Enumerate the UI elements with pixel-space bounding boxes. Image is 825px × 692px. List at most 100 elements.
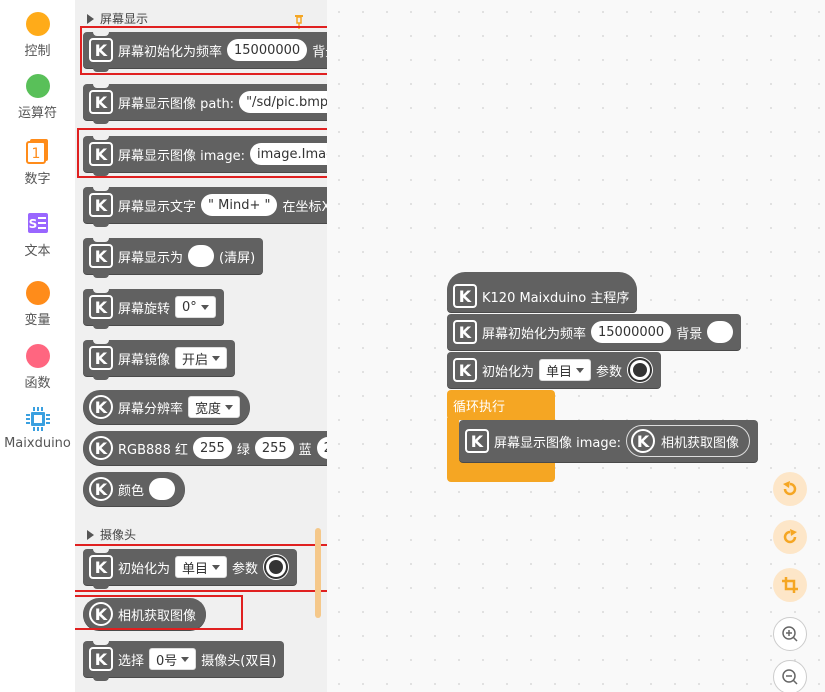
- dropdown-value: 宽度: [195, 401, 222, 417]
- category-label: 控制: [24, 44, 51, 59]
- category-functions[interactable]: 函数: [0, 344, 75, 391]
- undo-icon: [783, 481, 797, 496]
- dropdown-value: 开启: [182, 352, 209, 368]
- block-label: 在坐标X: [282, 199, 327, 215]
- k-logo-icon: [89, 555, 113, 579]
- image-input[interactable]: image.Image(): [250, 143, 327, 165]
- rotate-dropdown[interactable]: 0°: [175, 296, 216, 318]
- crop-icon: [782, 577, 798, 593]
- freq-input[interactable]: 15000000: [227, 39, 308, 61]
- highlight-box: [80, 26, 327, 75]
- block-label: 屏幕显示图像 path:: [118, 96, 235, 112]
- category-maixduino[interactable]: Maixduino: [0, 406, 75, 451]
- block-label: 屏幕镜像: [118, 352, 171, 368]
- path-input[interactable]: "/sd/pic.bmp": [239, 91, 327, 113]
- workspace[interactable]: K120 Maixduino 主程序 屏幕初始化为频率 15000000 背景 …: [327, 0, 825, 692]
- block-screen-init[interactable]: 屏幕初始化为频率 15000000 背景: [447, 314, 742, 350]
- block-label: 屏幕初始化为频率: [482, 326, 587, 342]
- block-rgb888[interactable]: RGB888 红 255 绿 255 蓝 255: [83, 431, 327, 465]
- chevron-down-icon: [576, 367, 585, 373]
- block-camera-select[interactable]: 选择 0号 摄像头(双目): [83, 640, 285, 681]
- mirror-dropdown[interactable]: 开启: [175, 347, 228, 369]
- zoom-out-button[interactable]: [773, 660, 807, 692]
- block-label: 颜色: [118, 483, 145, 499]
- bg-color-picker[interactable]: [707, 321, 734, 343]
- k-logo-icon: [89, 90, 113, 114]
- gear-icon[interactable]: [263, 554, 290, 580]
- block-label: RGB888 红: [118, 442, 188, 458]
- freq-input[interactable]: 15000000: [591, 321, 672, 343]
- loop-arm: [447, 418, 459, 468]
- block-screen-init[interactable]: 屏幕初始化为频率 15000000 背景: [83, 31, 327, 72]
- variables-dot-icon: [25, 281, 50, 305]
- block-label: 循环执行: [453, 399, 506, 415]
- block-camera-get-image[interactable]: 相机获取图像: [83, 598, 207, 630]
- category-label: 数字: [24, 172, 51, 187]
- block-show-text[interactable]: 屏幕显示文字 " Mind+ " 在坐标X 42 Y 22 文字 背景: [83, 186, 327, 227]
- block-label: (清屏): [219, 250, 256, 266]
- block-label: 初始化为: [482, 364, 535, 380]
- block-label: 屏幕分辨率: [118, 401, 184, 417]
- block-screen-rotate[interactable]: 屏幕旋转 0°: [83, 288, 224, 329]
- k-logo-icon: [89, 193, 113, 217]
- zoom-in-button[interactable]: [773, 617, 807, 651]
- svg-text:S: S: [28, 217, 37, 231]
- chevron-down-icon: [200, 304, 209, 310]
- highlight-box: [77, 128, 327, 178]
- operators-dot-icon: [25, 74, 50, 98]
- clear-color-picker[interactable]: [188, 245, 215, 267]
- k-logo-icon: [453, 284, 477, 308]
- block-show-image-path[interactable]: 屏幕显示图像 path: "/sd/pic.bmp": [83, 83, 327, 124]
- k-logo-icon: [453, 320, 477, 344]
- block-label: 参数: [596, 364, 623, 380]
- block-label: 背景: [676, 326, 703, 342]
- block-screen-clear[interactable]: 屏幕显示为 (清屏): [83, 237, 264, 278]
- block-screen-resolution[interactable]: 屏幕分辨率 宽度: [83, 390, 251, 424]
- k-logo-icon: [453, 358, 477, 382]
- camera-index-dropdown[interactable]: 0号: [149, 648, 197, 670]
- camera-mode-dropdown[interactable]: 单目: [175, 556, 228, 578]
- crop-button[interactable]: [773, 568, 807, 602]
- block-show-image[interactable]: 屏幕显示图像 image: 相机获取图像: [459, 420, 759, 462]
- camera-mode-dropdown[interactable]: 单目: [539, 359, 592, 381]
- k-logo-icon: [89, 142, 113, 166]
- dropdown-value: 0号: [156, 653, 178, 669]
- category-number[interactable]: 1 数字: [0, 138, 75, 187]
- category-label: Maixduino: [4, 436, 71, 451]
- resolution-dropdown[interactable]: 宽度: [188, 396, 241, 418]
- category-operators[interactable]: 运算符: [0, 74, 75, 121]
- blue-input[interactable]: 255: [316, 437, 327, 459]
- text-input[interactable]: " Mind+ ": [201, 194, 278, 216]
- block-color[interactable]: 颜色: [83, 472, 186, 506]
- loop-footer: [447, 460, 555, 482]
- category-label: 变量: [24, 313, 51, 328]
- block-loop[interactable]: 循环执行: [447, 390, 555, 482]
- green-input[interactable]: 255: [254, 437, 294, 459]
- block-show-image[interactable]: 屏幕显示图像 image: image.Image(): [83, 135, 327, 176]
- block-screen-mirror[interactable]: 屏幕镜像 开启: [83, 339, 236, 380]
- redo-button[interactable]: [773, 520, 807, 554]
- block-main-program[interactable]: K120 Maixduino 主程序: [447, 272, 638, 312]
- category-control[interactable]: 控制: [0, 12, 75, 59]
- flyout-scrollbar[interactable]: [315, 528, 321, 618]
- block-camera-init[interactable]: 初始化为 单目 参数: [83, 548, 298, 589]
- category-label: 运算符: [17, 106, 57, 121]
- k-logo-icon: [89, 346, 113, 370]
- gear-icon[interactable]: [627, 357, 654, 383]
- section-header-camera: 摄像头: [87, 526, 136, 543]
- color-picker[interactable]: [149, 478, 176, 500]
- k-logo-icon: [631, 429, 656, 453]
- category-label: 函数: [24, 376, 51, 391]
- category-text[interactable]: S 文本: [0, 210, 75, 259]
- highlight-box: [75, 544, 327, 592]
- block-flyout: 屏幕显示 屏幕初始化为频率 15000000 背景 屏幕显示图像 path: "…: [75, 0, 327, 692]
- red-input[interactable]: 255: [192, 437, 232, 459]
- block-camera-init[interactable]: 初始化为 单目 参数: [447, 352, 662, 388]
- block-label: 相机获取图像: [661, 435, 740, 451]
- camera-get-image-reporter[interactable]: 相机获取图像: [626, 425, 751, 457]
- collapse-triangle-icon: [87, 529, 94, 540]
- category-variables[interactable]: 变量: [0, 281, 75, 328]
- zoom-in-icon: [782, 626, 798, 642]
- undo-button[interactable]: [773, 472, 807, 506]
- control-dot-icon: [25, 12, 50, 36]
